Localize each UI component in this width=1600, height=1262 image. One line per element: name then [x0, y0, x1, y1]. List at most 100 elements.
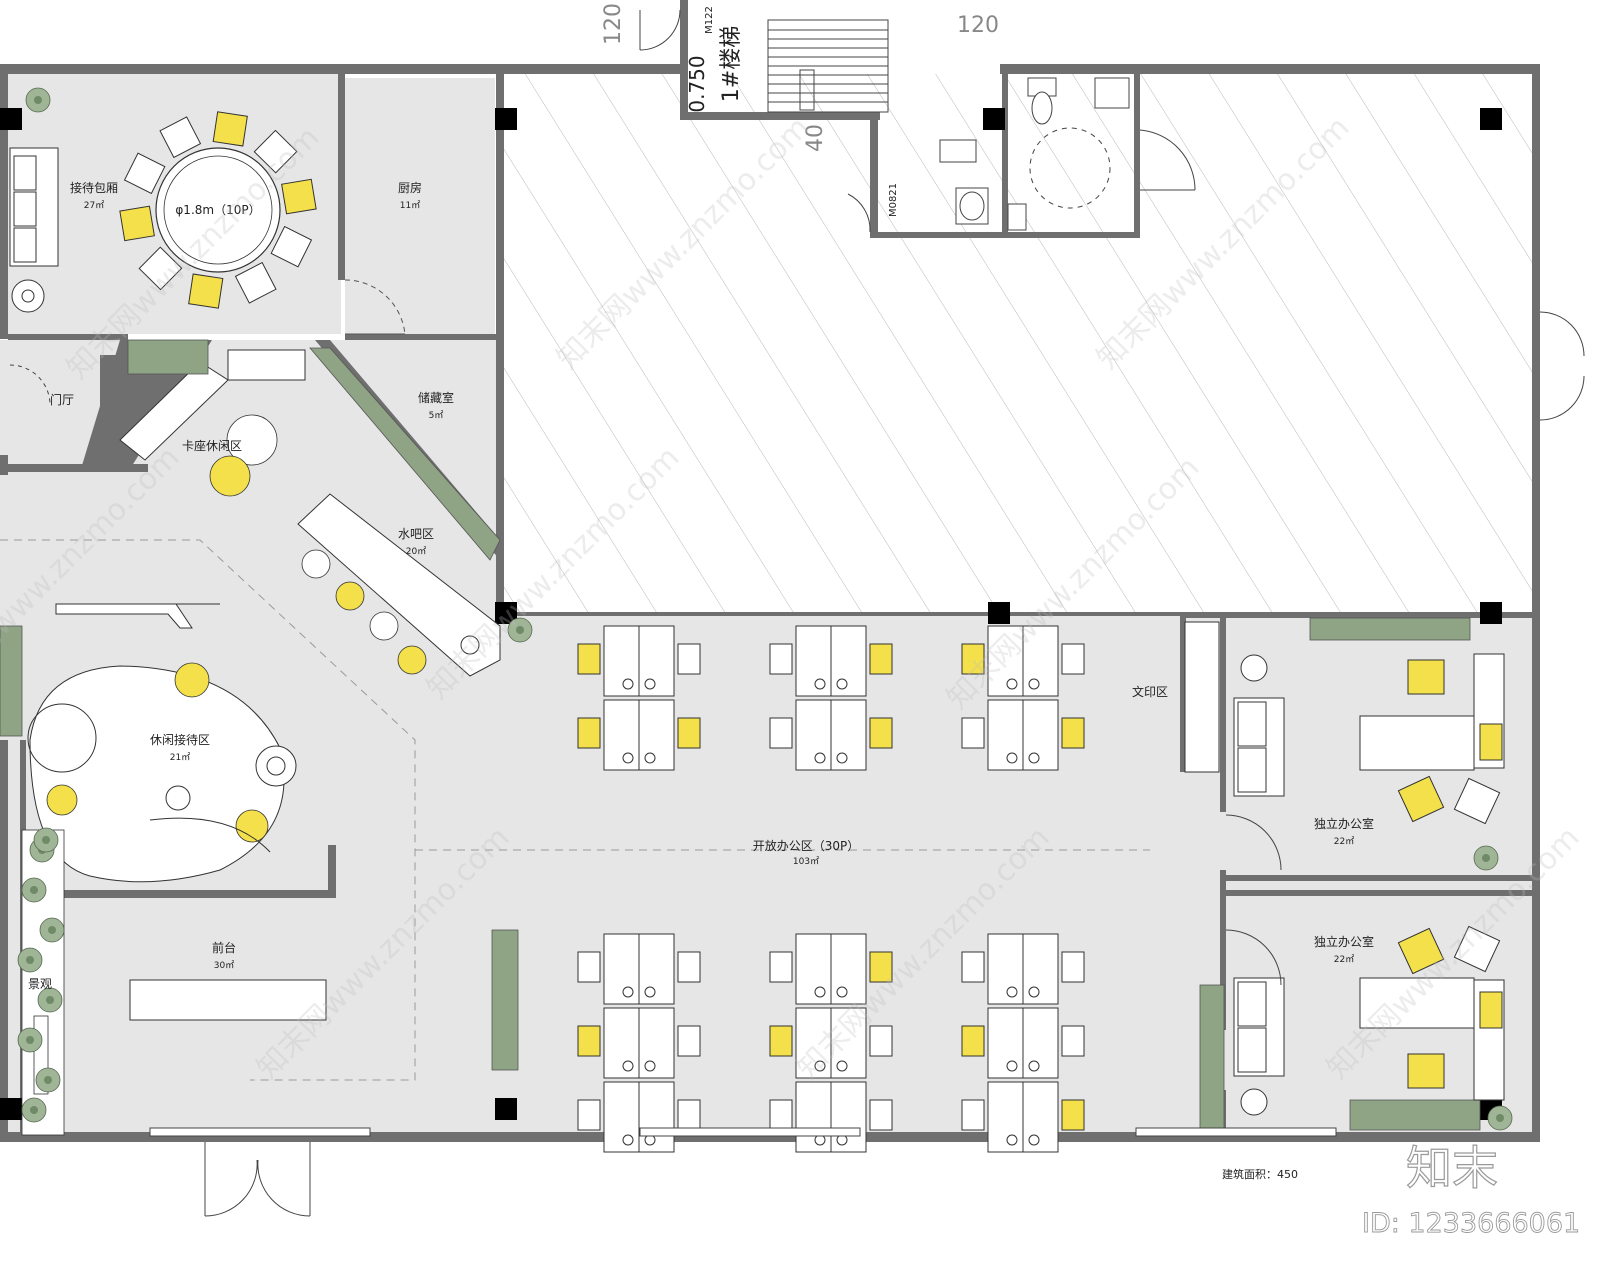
chair-icon	[677, 951, 701, 983]
chair-icon	[769, 643, 793, 675]
plant-icon	[17, 87, 1513, 1131]
chair-icon	[138, 246, 183, 291]
dining-table	[155, 147, 281, 273]
stair-label: 1#楼梯	[719, 26, 744, 102]
staircase	[767, 19, 889, 113]
column-icon	[495, 602, 517, 624]
label-storage: 储藏室	[418, 390, 454, 405]
office-armchairs	[1397, 659, 1501, 1089]
chair-icon	[677, 643, 701, 675]
chair-icon	[961, 951, 985, 983]
svg-text:5㎡: 5㎡	[429, 410, 444, 421]
elevation-label: 0.750	[685, 55, 709, 112]
column-icon	[1480, 108, 1502, 130]
office-furniture	[1233, 653, 1505, 1116]
door-swing-icon	[344, 279, 406, 336]
chair-icon	[677, 1025, 701, 1057]
chair-icon	[188, 273, 224, 309]
workstations	[603, 625, 1059, 1153]
chair-icon	[123, 152, 166, 195]
chair-icon	[253, 129, 298, 174]
label-office-1: 独立办公室	[1314, 816, 1374, 831]
column-icon	[495, 1098, 517, 1120]
door-code-m122: M122	[704, 6, 715, 34]
chair-icon	[869, 643, 893, 675]
chair-icon	[869, 717, 893, 749]
round-tables	[209, 414, 427, 675]
chair-icon	[577, 717, 601, 749]
svg-text:30㎡: 30㎡	[214, 960, 234, 971]
door-swing-icon	[639, 9, 1196, 233]
lounge-partition	[55, 603, 193, 629]
label-office-2: 独立办公室	[1314, 934, 1374, 949]
column-icon	[988, 602, 1010, 624]
chair-icon	[1061, 1099, 1085, 1131]
label-print-area: 文印区	[1132, 684, 1168, 699]
label-front-desk: 前台	[212, 940, 236, 955]
chair-icon	[869, 1099, 893, 1131]
room-labels: 接待包厢 27㎡ φ1.8m（10P） 厨房 11㎡ 门厅 储藏室 5㎡ 卡座休…	[28, 180, 1374, 991]
chair-icon	[1061, 951, 1085, 983]
label-open-office: 开放办公区（30P）	[753, 838, 860, 853]
chair-icon	[159, 116, 202, 159]
svg-text:22㎡: 22㎡	[1334, 836, 1354, 847]
dimension-3: 40	[803, 124, 828, 152]
chair-icon	[1061, 717, 1085, 749]
dining-chairs	[119, 111, 317, 309]
svg-text:11㎡: 11㎡	[400, 200, 420, 211]
svg-text:27㎡: 27㎡	[84, 200, 104, 211]
svg-text:21㎡: 21㎡	[170, 752, 190, 763]
svg-text:20㎡: 20㎡	[406, 546, 426, 557]
chair-icon	[961, 717, 985, 749]
area-note: 建筑面积：450	[1222, 1167, 1298, 1181]
column-icon	[983, 108, 1005, 130]
green-planter-strip	[0, 339, 1481, 1131]
chair-icon	[577, 643, 601, 675]
label-table-size: φ1.8m（10P）	[175, 203, 260, 217]
chair-icon	[869, 951, 893, 983]
toilet-fixtures	[939, 77, 1130, 231]
chair-icon	[281, 178, 317, 215]
zone-boundaries	[0, 539, 1150, 1081]
chair-icon	[577, 1025, 601, 1057]
label-booth: 卡座休闲区	[182, 438, 242, 453]
chair-icon	[1061, 1025, 1085, 1057]
chair-icon	[270, 225, 313, 268]
lounge-rug	[27, 603, 297, 883]
label-landscape: 景观	[28, 977, 52, 991]
column-icon	[0, 108, 22, 130]
column-icon	[1480, 602, 1502, 624]
chair-icon	[769, 1099, 793, 1131]
dimension-1: 120	[601, 3, 626, 45]
label-kitchen: 厨房	[398, 180, 422, 195]
label-reception-box: 接待包厢	[70, 180, 118, 195]
booth-seating	[119, 349, 306, 461]
label-foyer: 门厅	[50, 392, 74, 407]
door-code-m0821: M0821	[888, 183, 899, 217]
chair-icon	[961, 643, 985, 675]
office-chairs	[577, 643, 1085, 1131]
front-desk-counter	[129, 979, 327, 1021]
annotations: 1#楼梯 0.750 120 120 40 M122 M0821	[601, 3, 999, 217]
logo-text: 知末	[1406, 1141, 1498, 1195]
svg-text:22㎡: 22㎡	[1334, 954, 1354, 965]
chair-icon	[869, 1025, 893, 1057]
chair-icon	[961, 1099, 985, 1131]
label-lounge: 休闲接待区	[150, 732, 210, 747]
sofa	[9, 147, 59, 313]
dimension-2: 120	[957, 13, 999, 38]
id-text: ID: 1233666061	[1362, 1208, 1580, 1239]
door-swing-icon	[9, 311, 1585, 1217]
chair-icon	[769, 1025, 793, 1057]
chair-icon	[212, 111, 248, 147]
chair-icon	[1061, 643, 1085, 675]
chair-icon	[961, 1025, 985, 1057]
column-icon	[0, 1098, 22, 1120]
chair-icon	[577, 951, 601, 983]
window-frames	[149, 1127, 1337, 1137]
chair-icon	[677, 717, 701, 749]
bar-counter	[297, 493, 501, 677]
chair-icon	[677, 1099, 701, 1131]
chair-icon	[234, 261, 277, 304]
